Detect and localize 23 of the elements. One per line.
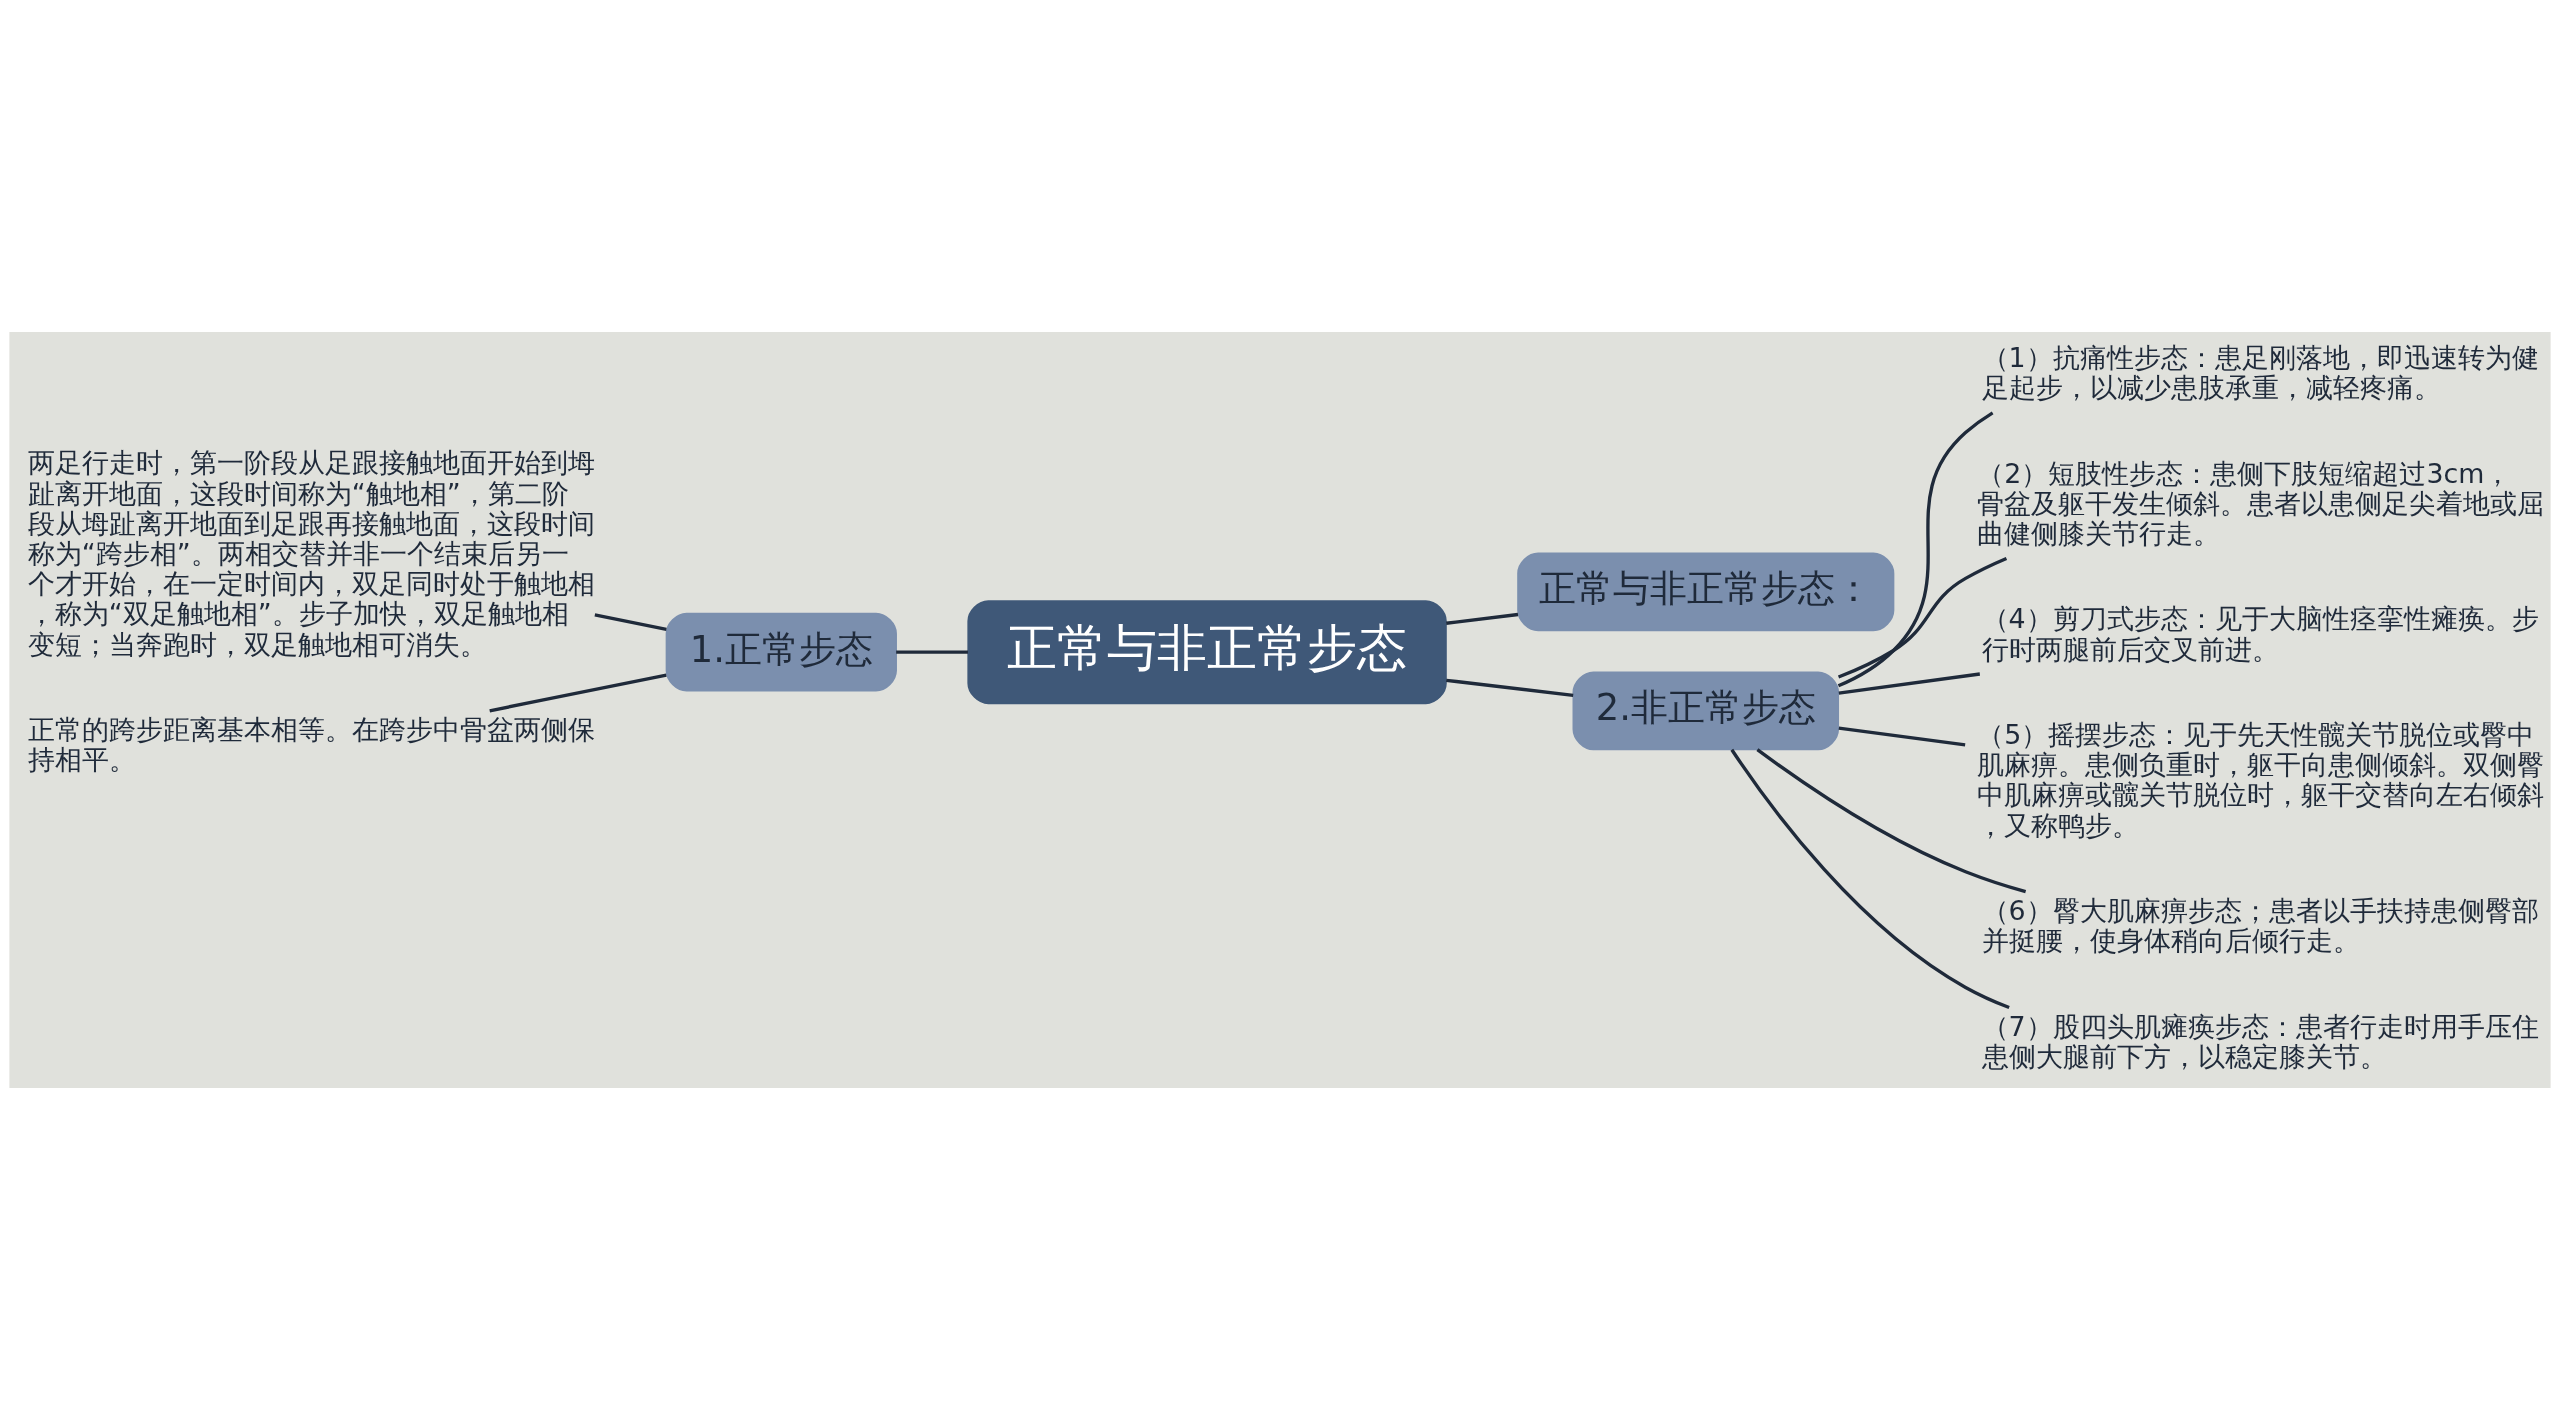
node-text: 两足行走时，第一阶段从足跟接触地面开始到坶趾离开地面，这段时间称为“触地相”，第二阶段从坶趾离开地面到足跟再接触地面，这段时间称为“跨步相”。两相交替并非一个结束后另一个才开始，在一定时间内，双足同时处于触地相，称为“双足触地相”。步子加快，双足触地相变短；当奔跑时，双足触地相可消失。 <box>27 446 595 660</box>
node-text: （2）短肢性步态：患侧下肢短缩超过3cm，骨盆及躯干发生倾斜。患者以患侧足尖着地或屈曲健侧膝关节行走。 <box>1977 457 2545 549</box>
node-text: （5）摇摆步态：见于先天性髋关节脱位或臀中肌麻痹。患侧负重时，躯干向患侧倾斜。双侧臀中肌麻痹或髋关节脱位时，躯干交替向左右倾斜，又称鸭步。 <box>1977 718 2545 841</box>
node-box: 正常与非正常步态 <box>967 599 1447 704</box>
connector <box>896 650 968 654</box>
connector <box>1837 410 1994 687</box>
node-box: 正常与非正常步态： <box>1517 551 1895 631</box>
connector <box>1837 556 2008 679</box>
node-box: 2.非正常步态 <box>1572 670 1840 750</box>
node-text: 正常的跨步距离基本相等。在跨步中骨盆两侧保持相平。 <box>27 713 595 775</box>
connector <box>594 612 667 631</box>
node-text: （4）剪刀式步态：见于大脑性痉挛性瘫痪。步行时两腿前后交叉前进。 <box>1981 602 2539 665</box>
connector <box>1446 612 1519 625</box>
connector <box>1838 671 1981 695</box>
connector <box>1838 726 1966 747</box>
node-text: （6）臀大肌麻痹步态；患者以手扶持患侧臀部并挺腰，使身体稍向后倾行走。 <box>1981 894 2539 956</box>
connector <box>1446 678 1574 697</box>
connector <box>1756 747 2027 893</box>
node-box: 1.正常步态 <box>665 612 897 692</box>
connector <box>1730 748 2010 1009</box>
node-text: （1）抗痛性步态：患足刚落地，即迅速转为健足起步，以减少患肢承重，减轻疼痛。 <box>1981 341 2539 403</box>
connector <box>489 672 667 712</box>
node-text: （7）股四头肌瘫痪步态：患者行走时用手压住患侧大腿前下方，以稳定膝关节。 <box>1981 1010 2539 1072</box>
